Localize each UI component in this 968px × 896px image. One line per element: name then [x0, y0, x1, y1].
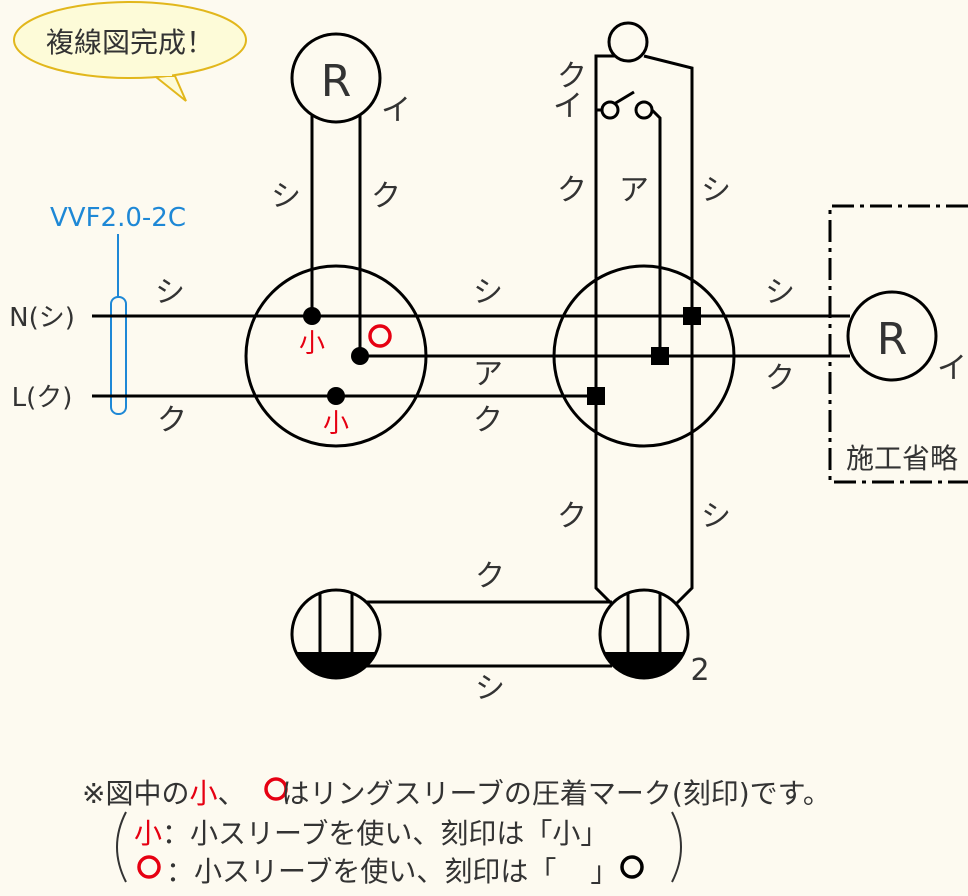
lamp-left — [290, 32, 382, 124]
crimp-mark-sho-1: 小 — [299, 329, 325, 359]
switch-lever — [613, 90, 635, 106]
wire-label: ア — [619, 173, 649, 208]
wire-label: シ — [701, 499, 731, 534]
wire-labels: シ ク シ ク シ ア ク ク ア シ シ ク ク シ ク シ イ ク イ イ — [155, 59, 967, 706]
paren-right — [671, 811, 682, 883]
wire-sw-shiro — [643, 54, 694, 606]
switch-contact-left — [600, 100, 620, 120]
lamp-left-mark: イ — [381, 93, 411, 128]
junction-box-left — [244, 264, 428, 448]
lamp-left-symbol: R — [321, 56, 352, 107]
speech-bubble-tail — [110, 75, 187, 102]
connector-1 — [683, 307, 701, 325]
note-maru-red-1 — [264, 777, 288, 801]
power-l-label: L(ク) — [12, 383, 73, 413]
junction-box-right — [552, 264, 736, 448]
omitted-label: 施工省略 — [846, 442, 958, 475]
connector-3 — [587, 387, 605, 405]
crimp-mark-sho-2: 小 — [323, 409, 349, 439]
note-line-3: ：小スリーブを使い、刻印は「」 — [166, 855, 619, 888]
wire-sw-kuro — [594, 54, 620, 606]
note-line-1: ※図中の小、はリングスリーブの圧着マーク(刻印)です。 — [82, 777, 831, 810]
switch-mark-top: ク — [557, 59, 587, 94]
wire-label: シ — [473, 275, 503, 310]
switch-mark-bottom: イ — [553, 89, 583, 124]
omitted-region — [828, 204, 968, 484]
wire-label: ク — [765, 361, 795, 396]
switch-contact-right — [634, 100, 654, 120]
crimp-mark-maru — [368, 324, 392, 348]
speech-bubble-body — [13, 1, 247, 79]
lamp-right-symbol: R — [877, 314, 908, 365]
sleeve-dot-3 — [327, 387, 345, 405]
pilot-lamp — [607, 21, 649, 63]
outlet-mark: 2 — [690, 653, 709, 688]
outlet-right — [598, 588, 690, 680]
wire-label: ク — [475, 559, 505, 594]
wire-label: ク — [371, 179, 401, 214]
outlet-left — [290, 588, 382, 680]
wire-label: シ — [765, 275, 795, 310]
note-maru-red-2 — [137, 855, 161, 879]
wire-label: ア — [473, 357, 503, 392]
paren-left — [116, 811, 127, 883]
wire-label: ク — [157, 403, 187, 438]
connection-points — [303, 307, 701, 405]
wire-label: シ — [271, 179, 301, 214]
power-n-label: N(シ) — [9, 303, 75, 333]
wire-label: シ — [475, 671, 505, 706]
lamp-right — [846, 290, 938, 382]
speech-bubble: 複線図完成！ — [13, 1, 247, 102]
cable-bracket — [110, 296, 127, 415]
wire-label: ク — [473, 403, 503, 438]
wire-label: ク — [557, 173, 587, 208]
note-line-2: 小：小スリーブを使い、刻印は「小」 — [134, 817, 609, 850]
sleeve-dot-1 — [303, 307, 321, 325]
note-maru-black — [620, 855, 644, 879]
connector-2 — [651, 347, 669, 365]
sleeve-dot-2 — [351, 347, 369, 365]
wire-label: ク — [557, 499, 587, 534]
lamp-right-mark: イ — [937, 351, 967, 386]
wire-label: シ — [701, 173, 731, 208]
wire-sw-aka — [650, 108, 662, 356]
wire-label: シ — [155, 275, 185, 310]
cable-label: VVF2.0-2C — [50, 203, 186, 233]
wires — [92, 54, 850, 668]
bubble-text: 複線図完成！ — [46, 26, 214, 59]
